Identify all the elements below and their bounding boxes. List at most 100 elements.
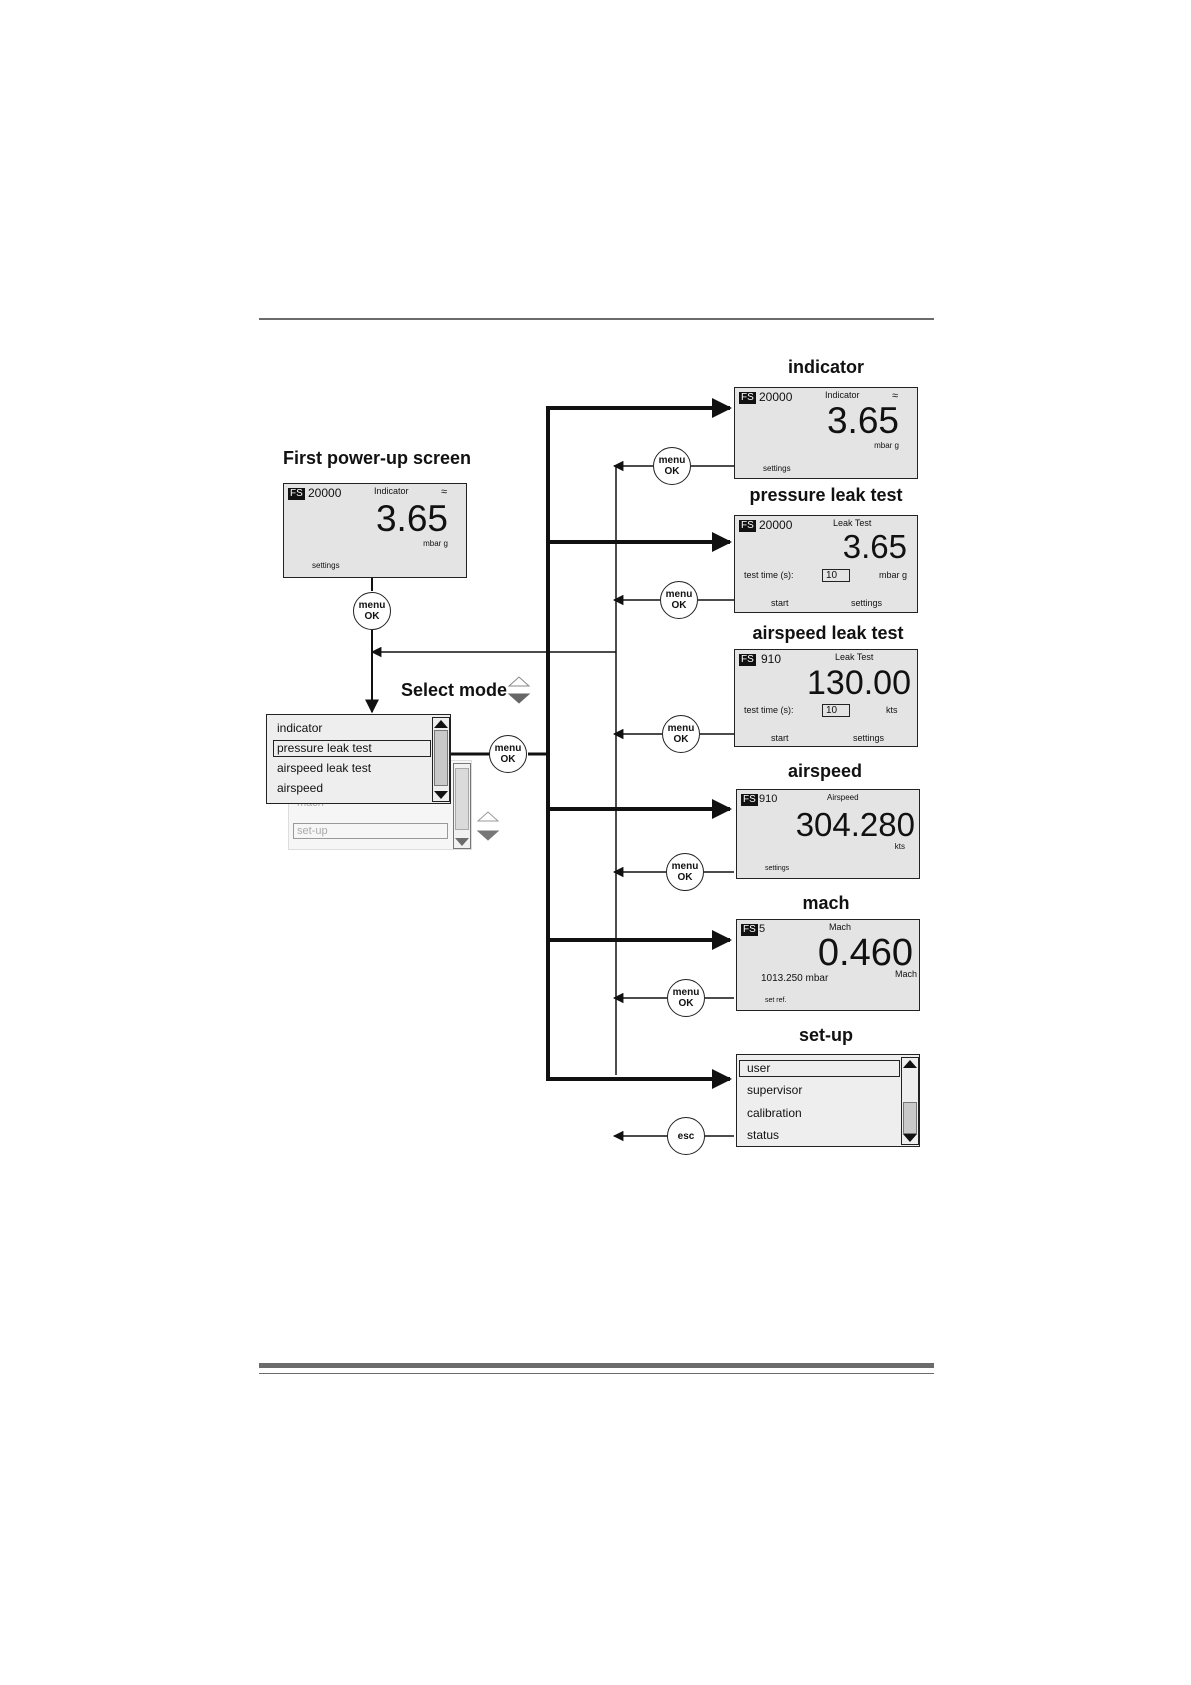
- mode-label: Indicator: [374, 486, 409, 496]
- fs-badge: FS: [288, 488, 305, 500]
- menu-item-airspeed[interactable]: airspeed: [277, 781, 324, 795]
- mode-label: Mach: [829, 922, 852, 932]
- unit-label: mbar g: [878, 570, 907, 580]
- settings-softkey[interactable]: settings: [312, 561, 340, 570]
- settings-softkey[interactable]: settings: [851, 598, 883, 608]
- fs-badge: FS: [741, 924, 758, 936]
- wave-icon: ≈: [892, 390, 899, 402]
- reading-value: 3.65: [826, 400, 899, 441]
- selection-highlight: [273, 740, 431, 757]
- airspeed-leak-test-screen: FS 910 Leak Test 130.00 test time (s): 1…: [734, 649, 918, 747]
- range-value: 5: [759, 923, 766, 935]
- test-time-input[interactable]: 10: [822, 569, 850, 582]
- test-time-label: test time (s):: [744, 570, 794, 580]
- mode-label: Leak Test: [833, 518, 872, 528]
- selection-highlight: [739, 1060, 900, 1077]
- reading-value: 304.280: [795, 806, 915, 843]
- scroll-down-icon[interactable]: [903, 1134, 917, 1142]
- range-value: 20000: [759, 390, 793, 404]
- setup-title: set-up: [799, 1025, 853, 1045]
- test-time-label: test time (s):: [744, 705, 794, 715]
- reading-value: 3.65: [375, 498, 448, 539]
- menu-label: menu: [665, 589, 693, 600]
- reading-value: 130.00: [807, 664, 911, 702]
- menu-label: menu: [494, 743, 522, 754]
- ok-label: OK: [673, 734, 689, 745]
- bottom-rule-thin: [259, 1373, 934, 1374]
- airspeed-title: airspeed: [787, 761, 863, 781]
- scroll-down-icon[interactable]: [434, 791, 448, 799]
- indicator-screen: FS 20000 Indicator ≈ 3.65 mbar g setting…: [734, 387, 918, 479]
- first-power-up-title: First power-up screen: [283, 448, 472, 468]
- scroll-thumb[interactable]: [903, 1102, 917, 1134]
- ghost-up-down-icon: [476, 811, 500, 841]
- range-value: 20000: [308, 486, 342, 500]
- range-value: 20000: [759, 518, 793, 532]
- unit-label: kts: [894, 842, 905, 851]
- reference-pressure: 1013.250 mbar: [761, 973, 829, 984]
- bottom-rule: [259, 1363, 934, 1368]
- airspeed-leak-test-title: airspeed leak test: [752, 623, 904, 643]
- reading-value: 0.460: [817, 932, 913, 974]
- test-time-input[interactable]: 10: [822, 704, 850, 717]
- set-ref-softkey[interactable]: set ref.: [765, 997, 787, 1004]
- mode-label: Indicator: [825, 390, 860, 400]
- mode-menu-ok-button[interactable]: menu OK: [489, 735, 527, 773]
- esc-label: esc: [677, 1130, 695, 1142]
- menu-label: menu: [672, 987, 700, 998]
- fs-badge: FS: [739, 654, 756, 666]
- menu-label: menu: [667, 723, 695, 734]
- menu-label: menu: [658, 455, 686, 466]
- scroll-up-icon[interactable]: [903, 1060, 917, 1068]
- ok-label: OK: [678, 998, 694, 1009]
- setup-item-supervisor[interactable]: supervisor: [747, 1083, 803, 1097]
- pressure-leak-menu-ok-button[interactable]: menu OK: [660, 581, 698, 619]
- fs-badge: FS: [741, 794, 758, 806]
- start-softkey[interactable]: start: [771, 733, 789, 743]
- settings-softkey[interactable]: settings: [765, 865, 790, 872]
- mach-screen: FS 5 Mach 0.460 1013.250 mbar Mach set r…: [736, 919, 920, 1011]
- scroll-up-icon[interactable]: [434, 720, 448, 728]
- menu-label: menu: [358, 600, 386, 611]
- airspeed-screen: FS 910 Airspeed 304.280 kts settings: [736, 789, 920, 879]
- settings-softkey[interactable]: settings: [763, 464, 791, 473]
- menu-item-indicator[interactable]: indicator: [277, 721, 323, 735]
- range-value: 910: [761, 652, 782, 666]
- setup-item-calibration[interactable]: calibration: [747, 1106, 802, 1120]
- ok-label: OK: [677, 872, 693, 883]
- ghost-item-setup: set-up: [293, 823, 448, 839]
- settings-softkey[interactable]: settings: [853, 733, 885, 743]
- setup-item-status[interactable]: status: [747, 1128, 780, 1142]
- menu-item-airspeed-leak-test[interactable]: airspeed leak test: [277, 761, 372, 775]
- mode-label: Airspeed: [827, 793, 859, 802]
- mode-menu-scrollbar[interactable]: [432, 717, 450, 802]
- ok-label: OK: [500, 754, 516, 765]
- pressure-leak-test-screen: FS 20000 Leak Test 3.65 test time (s): 1…: [734, 515, 918, 613]
- setup-menu: user supervisor calibration status: [736, 1054, 920, 1147]
- esc-button[interactable]: esc: [667, 1117, 705, 1155]
- unit-label: mbar g: [423, 539, 448, 548]
- unit-label: kts: [886, 705, 898, 715]
- mach-menu-ok-button[interactable]: menu OK: [667, 979, 705, 1017]
- fs-badge: FS: [739, 520, 756, 532]
- top-rule: [259, 318, 934, 320]
- mach-title: mach: [802, 893, 850, 913]
- airspeed-menu-ok-button[interactable]: menu OK: [666, 853, 704, 891]
- start-softkey[interactable]: start: [771, 598, 789, 608]
- setup-item-user[interactable]: user: [747, 1061, 771, 1075]
- fs-badge: FS: [739, 392, 756, 404]
- menu-item-pressure-leak-test[interactable]: pressure leak test: [277, 741, 372, 755]
- ghost-scrollbar: [453, 763, 471, 849]
- scroll-thumb[interactable]: [434, 730, 448, 786]
- airspeed-leak-menu-ok-button[interactable]: menu OK: [662, 715, 700, 753]
- menu-ok-button[interactable]: menu OK: [353, 592, 391, 630]
- indicator-title: indicator: [787, 357, 865, 377]
- ok-label: OK: [664, 466, 680, 477]
- unit-label: mbar g: [874, 441, 899, 450]
- up-down-icon: [507, 676, 531, 704]
- setup-menu-scrollbar[interactable]: [901, 1057, 919, 1145]
- indicator-menu-ok-button[interactable]: menu OK: [653, 447, 691, 485]
- pressure-leak-test-title: pressure leak test: [749, 485, 903, 505]
- reading-value: 3.65: [842, 528, 907, 565]
